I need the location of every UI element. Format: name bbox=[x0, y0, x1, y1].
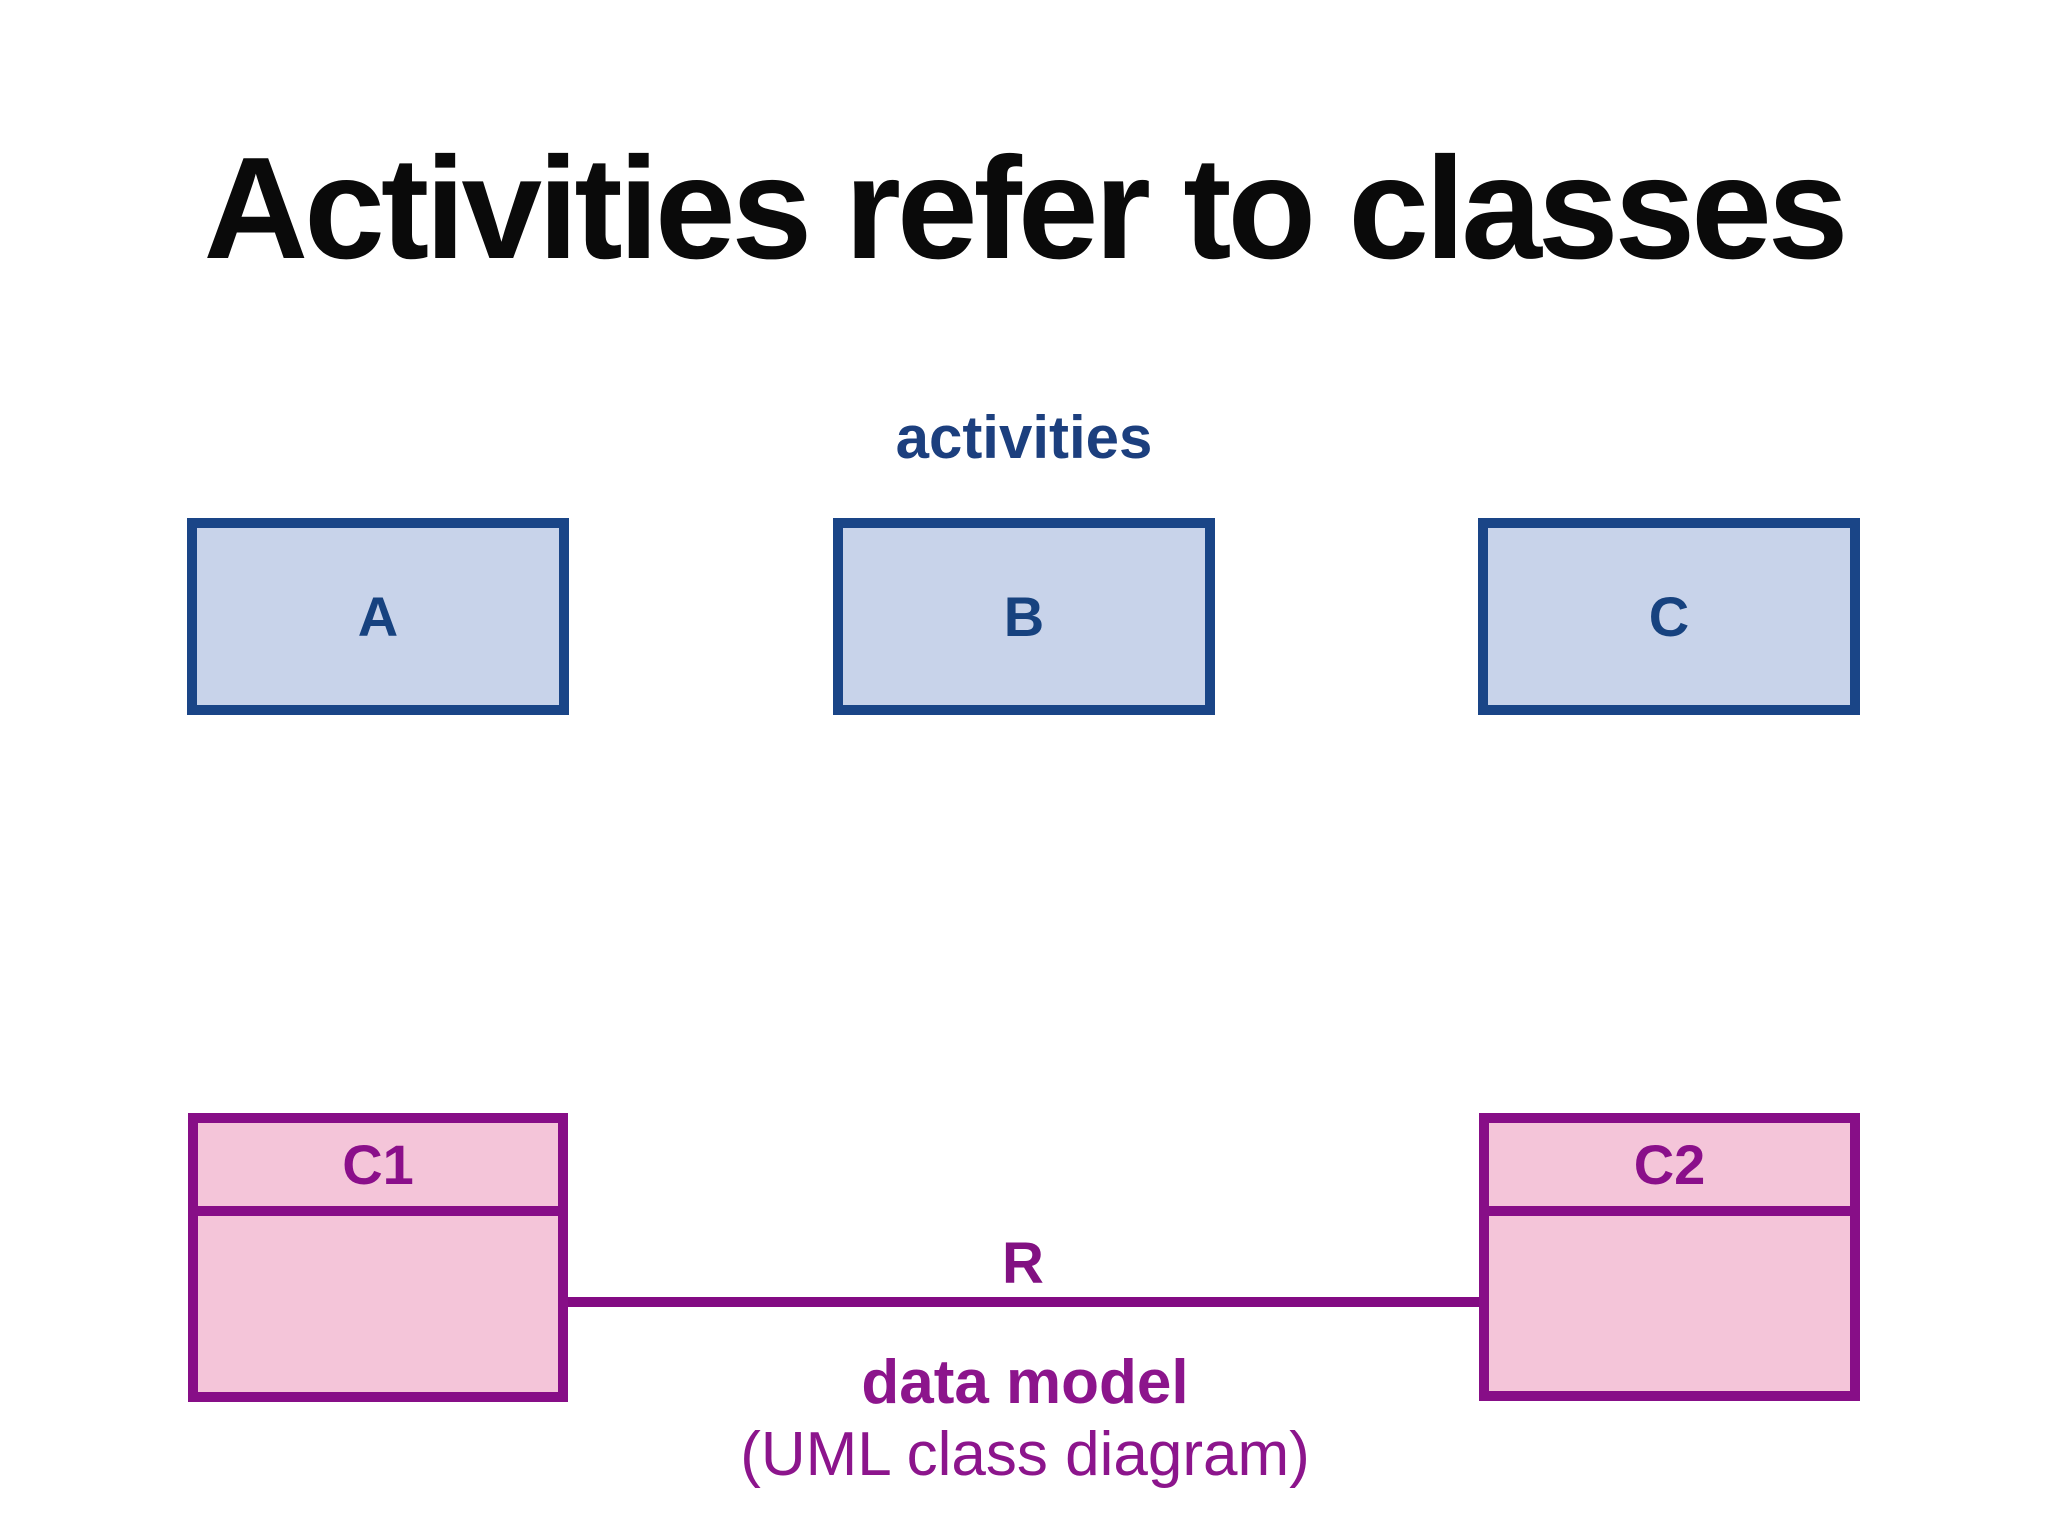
data-model-caption: data model (UML class diagram) bbox=[425, 1347, 1625, 1491]
activity-box-b: B bbox=[833, 518, 1215, 715]
uml-class-box-c1: C1 bbox=[188, 1113, 568, 1402]
data-model-caption-line2: (UML class diagram) bbox=[740, 1420, 1310, 1489]
slide-title: Activities refer to classes bbox=[203, 127, 1849, 289]
activity-box-a: A bbox=[187, 518, 569, 715]
activity-box-b-label: B bbox=[1003, 584, 1045, 648]
uml-class-box-c1-label: C1 bbox=[342, 1132, 414, 1196]
data-model-caption-line1: data model bbox=[861, 1348, 1189, 1417]
activity-box-c: C bbox=[1478, 518, 1860, 715]
activity-box-a-label: A bbox=[357, 584, 399, 648]
relation-association-line bbox=[568, 1297, 1479, 1307]
activities-section-label: activities bbox=[895, 404, 1153, 471]
uml-class-box-c2-header: C2 bbox=[1489, 1123, 1850, 1216]
uml-class-box-c1-header: C1 bbox=[198, 1123, 558, 1216]
activity-box-c-label: C bbox=[1648, 584, 1690, 648]
relation-name-label: R bbox=[1002, 1231, 1044, 1296]
uml-class-box-c2-label: C2 bbox=[1633, 1132, 1706, 1196]
uml-class-box-c2: C2 bbox=[1479, 1113, 1860, 1401]
